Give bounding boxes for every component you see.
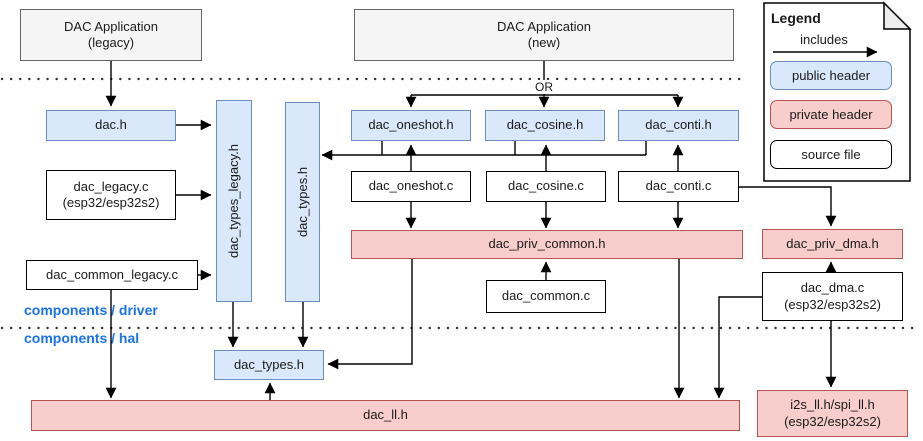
node-label: dac_cosine.h <box>506 117 584 133</box>
node-dac-common-c: dac_common.c <box>486 280 606 313</box>
node-label: dac_conti.c <box>645 178 712 194</box>
node-dac-conti-h: dac_conti.h <box>618 110 739 141</box>
node-label: i2s_ll.h/spi_ll.h <box>790 397 875 413</box>
legend-item-public-header: public header <box>770 61 892 90</box>
node-label: dac_priv_dma.h <box>786 235 879 251</box>
node-label: dac_cosine.c <box>508 178 584 194</box>
node-dac-dma-c: dac_dma.c (esp32/esp32s2) <box>762 272 903 321</box>
node-label: dac_dma.c <box>800 280 865 296</box>
node-dac-ll-h: dac_ll.h <box>31 400 740 431</box>
node-label: dac_types.h <box>294 166 310 238</box>
node-dac-oneshot-h: dac_oneshot.h <box>351 110 471 141</box>
layer-label-components-driver: components / driver <box>24 302 158 318</box>
node-label: dac_common_legacy.c <box>46 266 178 282</box>
or-junction-label: OR <box>530 80 558 94</box>
node-sublabel: (esp32/esp32s2) <box>62 195 160 210</box>
node-sublabel: (new) <box>527 35 561 50</box>
node-dac-types-h-hal: dac_types.h <box>214 350 324 380</box>
layer-label-components-hal: components / hal <box>24 330 140 346</box>
node-label: dac_oneshot.c <box>368 178 454 194</box>
legend-title: Legend <box>771 10 821 26</box>
node-label: dac_oneshot.h <box>368 117 454 133</box>
node-dac-priv-dma-h: dac_priv_dma.h <box>762 229 903 259</box>
node-label: dac_common.c <box>501 288 591 304</box>
node-dac-application-legacy: DAC Application (legacy) <box>20 9 202 61</box>
node-dac-legacy-c: dac_legacy.c (esp32/esp32s2) <box>46 170 176 220</box>
node-label: dac_ll.h <box>363 407 408 423</box>
node-sublabel: (esp32/esp32s2) <box>784 296 881 312</box>
legend-item-private-header: private header <box>770 100 892 129</box>
node-dac-h: dac.h <box>46 110 176 141</box>
node-label: DAC Application <box>64 18 158 34</box>
node-label: DAC Application <box>497 18 591 34</box>
legend-sheet-fold-corner <box>883 1 912 30</box>
node-dac-application-new: DAC Application (new) <box>354 9 734 61</box>
node-dac-cosine-h: dac_cosine.h <box>485 110 605 141</box>
legend-item-source-file: source file <box>770 140 892 169</box>
node-dac-priv-common-h: dac_priv_common.h <box>351 230 743 259</box>
node-label: dac_types_legacy.h <box>225 144 241 258</box>
node-dac-cosine-c: dac_cosine.c <box>486 171 606 202</box>
node-dac-types-h-driver: dac_types.h <box>285 102 320 302</box>
node-dac-conti-c: dac_conti.c <box>618 171 739 202</box>
node-label: dac_priv_common.h <box>488 236 606 252</box>
node-sublabel: (legacy) <box>87 35 135 50</box>
node-label: dac.h <box>95 117 127 133</box>
node-label: dac_types.h <box>233 356 305 372</box>
node-label: dac_conti.h <box>645 117 712 133</box>
node-dac-oneshot-c: dac_oneshot.c <box>351 171 471 202</box>
node-label: dac_legacy.c <box>73 178 149 194</box>
node-dac-types-legacy-h: dac_types_legacy.h <box>216 100 252 302</box>
legend-includes-label: includes <box>800 32 848 47</box>
node-sublabel: (esp32/esp32s2) <box>784 413 881 429</box>
node-dac-common-legacy-c: dac_common_legacy.c <box>26 260 198 290</box>
node-i2s-ll-spi-ll-h: i2s_ll.h/spi_ll.h (esp32/esp32s2) <box>757 390 908 437</box>
